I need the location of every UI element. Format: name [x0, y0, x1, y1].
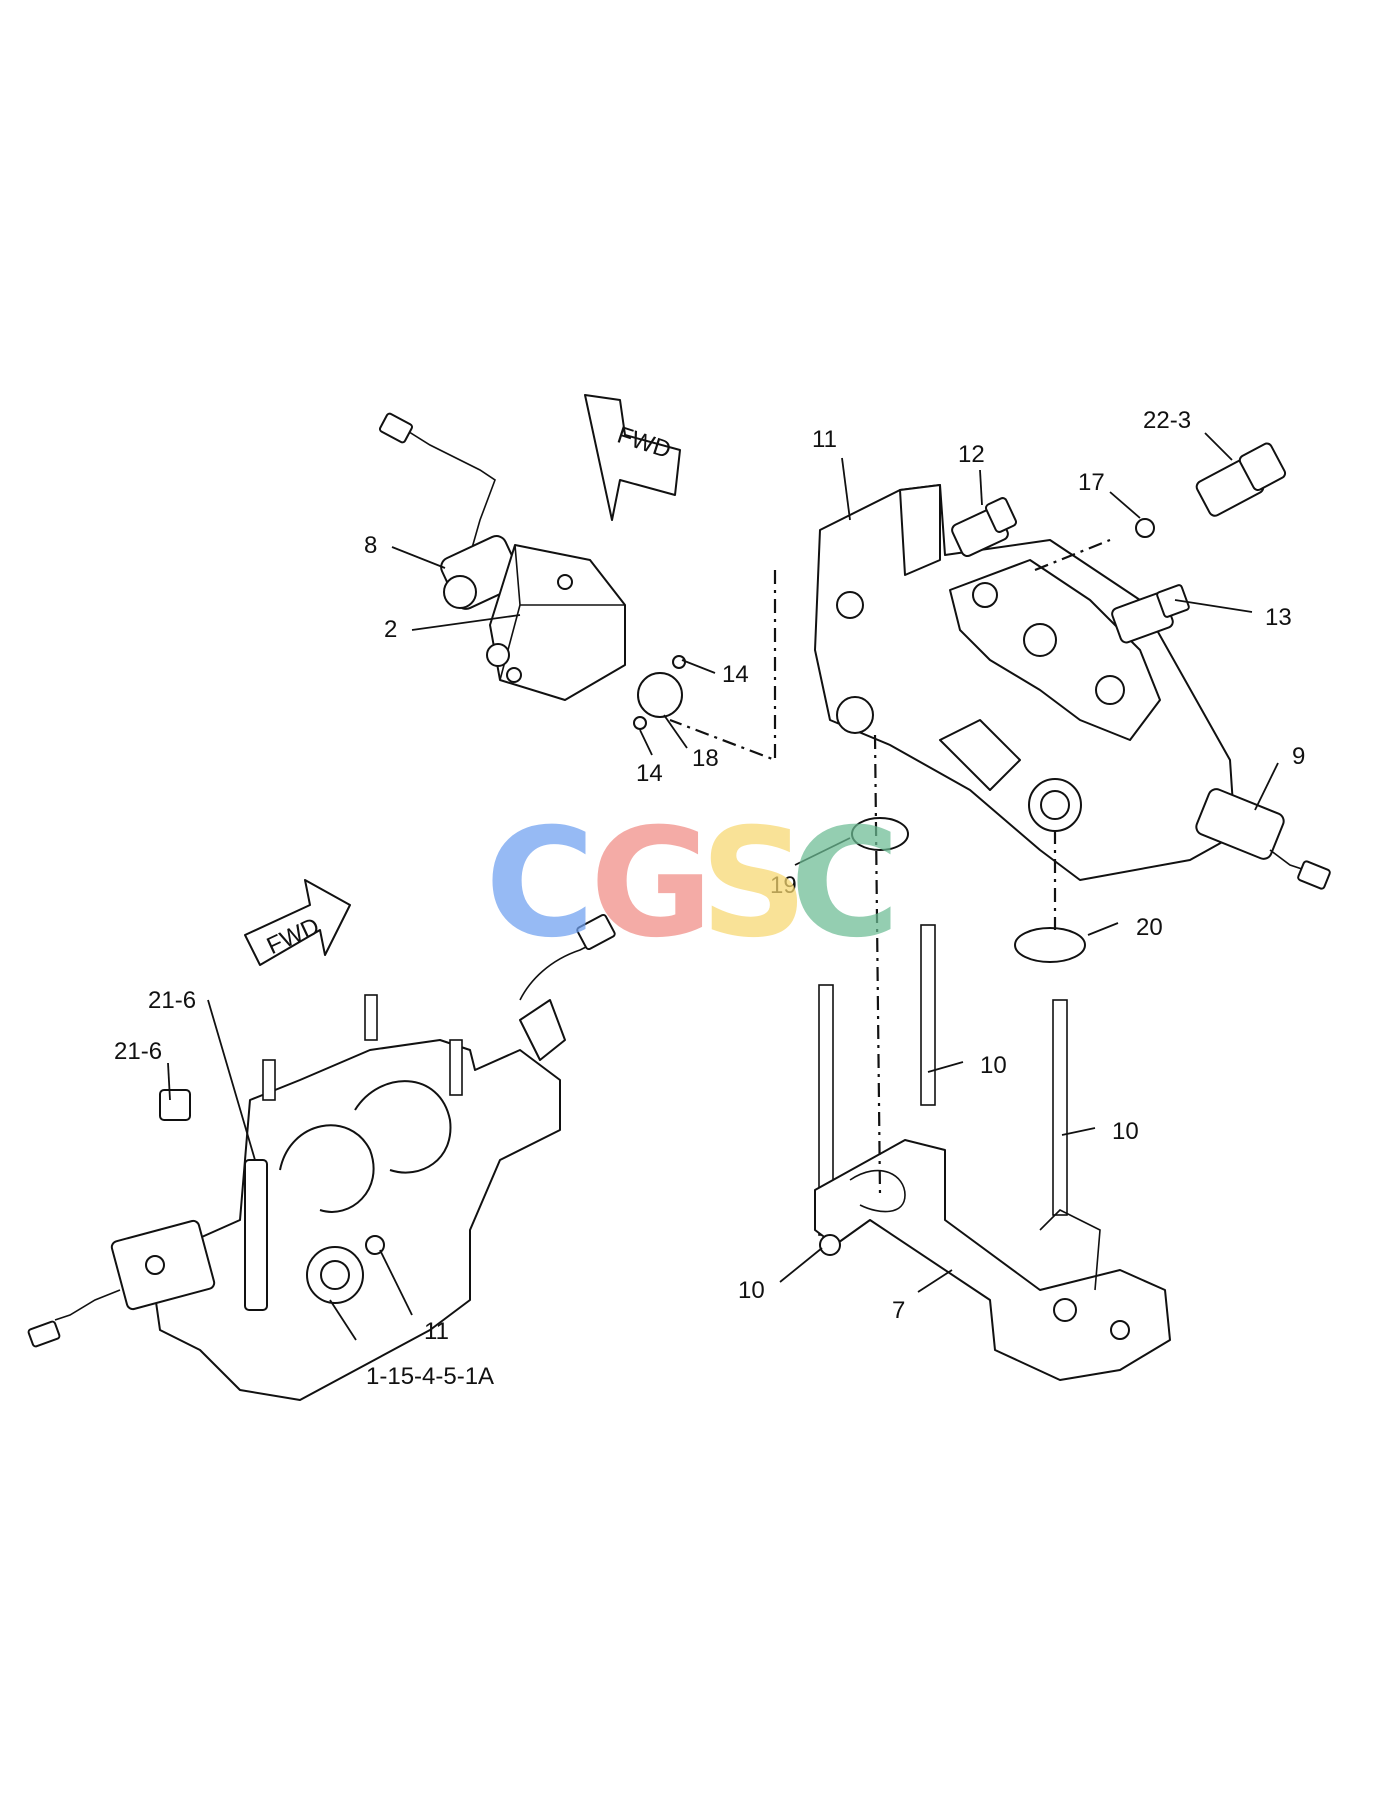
callout-18: 18	[692, 745, 719, 772]
callout-7: 7	[892, 1297, 905, 1324]
callouts: 8 2 14 14 18 11 12 22-3 17 13 9 19 20 10…	[114, 407, 1305, 1390]
solenoid-9	[1195, 788, 1331, 890]
callout-assembly: 1-15-4-5-1A	[366, 1363, 494, 1390]
o-ring-17	[1135, 518, 1155, 538]
assembly-line-2	[873, 734, 882, 1196]
fwd-arrow-left: FWD	[244, 879, 351, 966]
sensor-12	[951, 497, 1017, 557]
callout-12: 12	[958, 441, 985, 468]
stud-bolts-10	[818, 924, 1068, 1236]
callout-10-a: 10	[980, 1052, 1007, 1079]
assembly-line-4	[1034, 538, 1111, 572]
callout-22-3: 22-3	[1143, 407, 1191, 434]
callout-19: 19	[770, 872, 797, 899]
leader-lines	[167, 432, 1279, 1341]
callout-20: 20	[1136, 914, 1163, 941]
watermark-letter-c1: C	[485, 797, 595, 971]
callout-21-6-a: 21-6	[148, 987, 196, 1014]
callout-14-a: 14	[722, 661, 749, 688]
watermark-letter-c2: C	[790, 797, 900, 971]
callout-10-b: 10	[1112, 1118, 1139, 1145]
watermark-letter-g: G	[590, 797, 713, 971]
callout-17: 17	[1078, 469, 1105, 496]
fwd-arrow-top: FWD	[584, 394, 681, 521]
watermark-logo: C G S C	[485, 797, 900, 971]
callout-9: 9	[1292, 743, 1305, 770]
callout-11-bottom: 11	[424, 1318, 449, 1345]
o-ring-19	[851, 817, 909, 851]
sensor-13	[1111, 584, 1190, 644]
o-ring-group-14-18	[633, 655, 686, 730]
callout-2: 2	[384, 616, 397, 643]
assembly-line-1	[669, 570, 777, 762]
manifold-body	[814, 484, 1236, 881]
sensor-22-3	[1195, 442, 1287, 517]
callout-21-6-b: 21-6	[114, 1038, 162, 1065]
bracket-7	[814, 1139, 1171, 1381]
callout-10-c: 10	[738, 1277, 765, 1304]
callout-8: 8	[364, 532, 377, 559]
callout-14-b: 14	[636, 760, 663, 787]
assembled-valve	[27, 913, 616, 1401]
watermark-letter-s: S	[700, 797, 808, 971]
valve-body-2	[486, 544, 626, 701]
callout-11-top: 11	[812, 426, 837, 453]
o-ring-20	[1014, 927, 1086, 963]
callout-13: 13	[1265, 604, 1292, 631]
